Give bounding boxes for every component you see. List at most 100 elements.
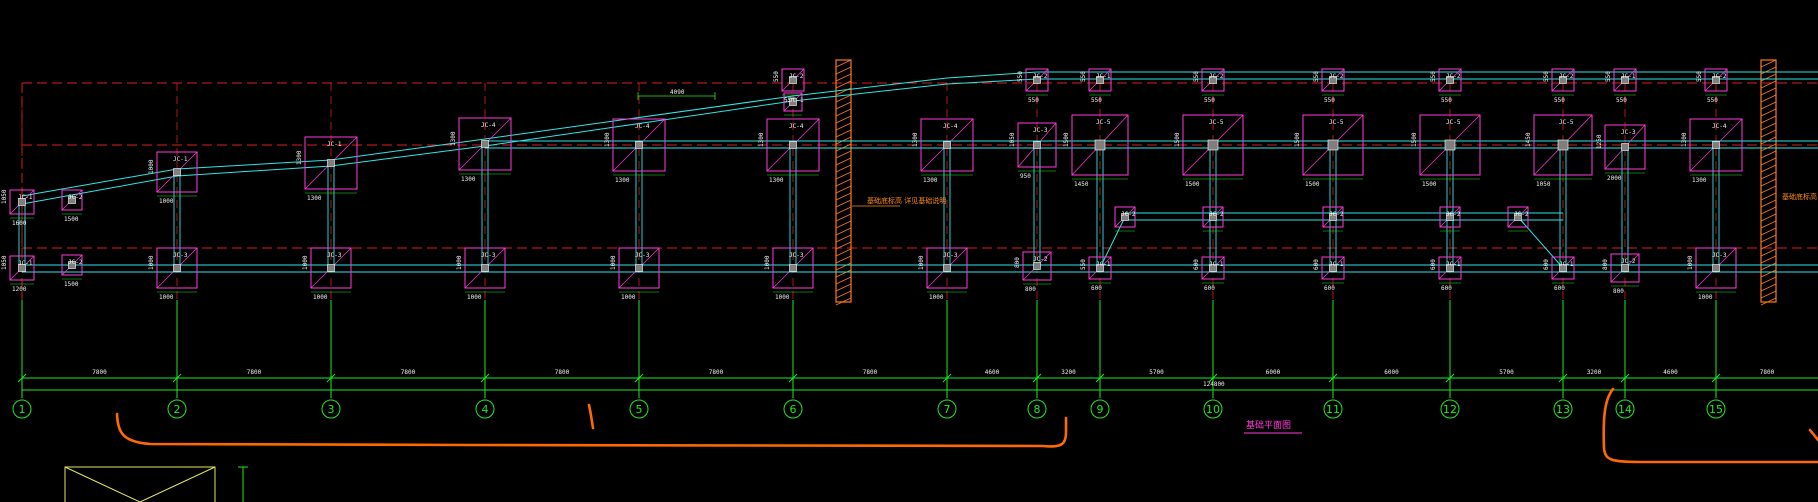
footing-upper-15-column [1712,141,1720,149]
footing-middle-4-tag: JC-2 [1446,211,1461,218]
footing-top-7-outline [1551,68,1575,92]
footing-lower-13-height: 600 [1543,259,1550,270]
footing-top-3-height: 550 [1080,71,1087,82]
footing-top-extra: JC-1 [783,92,804,116]
dashed-grid-lines [21,82,1818,330]
wall-hatch-left [835,59,852,306]
footing-top-8-width: 550 [1616,97,1627,104]
footing-lower-13-column [1559,264,1567,272]
footing-upper-13-tag: JC-5 [1559,119,1574,126]
footing-top-5-column [1329,76,1337,84]
footing-lower-1-column [18,264,26,272]
footing-upper-5-outline [612,118,666,172]
span-dim-13: 3200 [1587,369,1602,376]
footing-middle-4-outline [1439,206,1461,228]
span-dim-3: 7800 [401,369,416,376]
footing-lower-10-height: 600 [1193,259,1200,270]
footing-lower-9-tag: JC-1 [1096,261,1111,268]
axis-tick-12 [1445,373,1455,383]
footing-upper-13-width: 1050 [1536,181,1551,188]
axis-bubble-1 [12,399,32,419]
span-dim-11: 6000 [1384,369,1399,376]
top-dimension-4090: 4090 [637,89,716,100]
footing-lower-15-outline [1695,247,1737,289]
axis-bubble-15 [1706,399,1726,419]
footing-top-4-tag: JC-2 [1209,73,1224,80]
footing-upper-9-column [1094,139,1106,151]
footing-upper-15-height: 1300 [1681,132,1688,147]
footing-lower-6-outline [772,247,814,289]
footing-middle-3-outline [1322,206,1344,228]
footing-lower-7-tag: JC-3 [943,252,958,259]
beam-top-b [21,78,1818,205]
footing-middle-3-column [1329,213,1337,221]
footing-upper-14-height: 1250 [1596,134,1603,149]
axis-tick-10 [1208,373,1218,383]
footing-lower-14-height: 800 [1602,259,1609,270]
footing-lower-8-height: 800 [1014,257,1021,268]
footing-lower-2-height: 1000 [148,255,155,270]
markup-bracket-left [115,412,1068,448]
drawing-title: 基础平面图 [1246,419,1291,431]
footing-middle-1-column [1121,213,1129,221]
footing-lower-8-column [1033,262,1041,270]
footing-upper-15-tag: JC-4 [1712,123,1727,130]
legend-box-partial [64,466,248,502]
footing-lower-2-outline [156,247,198,289]
footing-upper-1-column [18,198,26,206]
footing-middle-4-column [1446,213,1454,221]
axis-tick-14 [1620,373,1630,383]
footing-upper-15-width: 1300 [1692,177,1707,184]
footing-upper-13-outline [1533,114,1593,176]
footing-lower-3-height: 1000 [302,255,309,270]
footing-upper-9-tag: JC-5 [1096,119,1111,126]
span-dim-10: 6000 [1266,369,1281,376]
footing-top-3-tag: JC-1 [1096,73,1111,80]
footing-upper-1b-outline [61,189,83,211]
footing-middle-2-tag: JC-2 [1209,211,1224,218]
footing-upper-12-tag: JC-5 [1446,119,1461,126]
footing-upper-14-tag: JC-3 [1621,129,1636,136]
footing-lower-11-outline [1321,256,1345,280]
span-dim-14: 4600 [1663,369,1678,376]
axis-tick-8 [1032,373,1042,383]
footing-upper-1b-column [68,196,76,204]
footing-upper-8-height: 1050 [1009,132,1016,147]
footing-top-5-tag: JC-2 [1329,73,1344,80]
footing-upper-1-width: 1600 [12,220,27,227]
footing-lower-2-column [173,264,181,272]
footing-top-3-width: 550 [1091,97,1102,104]
footing-lower-11-tag: JC-1 [1329,261,1344,268]
axis-label-9: 9 [1097,403,1104,416]
footing-upper-5-column [635,141,643,149]
axis-bubble-12 [1440,399,1460,419]
footing-middle-2-column [1209,213,1217,221]
footing-upper-2-width: 1000 [159,198,174,205]
footing-upper-12-width: 1500 [1422,181,1437,188]
footing-top-4-outline [1201,68,1225,92]
footing-top-1-column [789,76,797,84]
footing-upper-11-outline [1302,114,1364,176]
footing-upper-1b-width: 1500 [64,216,79,223]
axis-tick-13 [1558,373,1568,383]
span-dim-9: 5700 [1149,369,1164,376]
side-note-left-text: 基础底标高 详见基础说明 [867,196,946,205]
footing-lower-8-outline [1022,251,1052,281]
footing-middle-5: JC-2 [1507,206,1529,232]
footing-upper-2-column [173,168,181,176]
footing-upper-3-column [327,159,335,167]
footing-lower-8-width: 800 [1025,286,1036,293]
footing-top-3: JC-1 550 550 [1080,68,1112,104]
footing-top-8-height: 550 [1605,71,1612,82]
